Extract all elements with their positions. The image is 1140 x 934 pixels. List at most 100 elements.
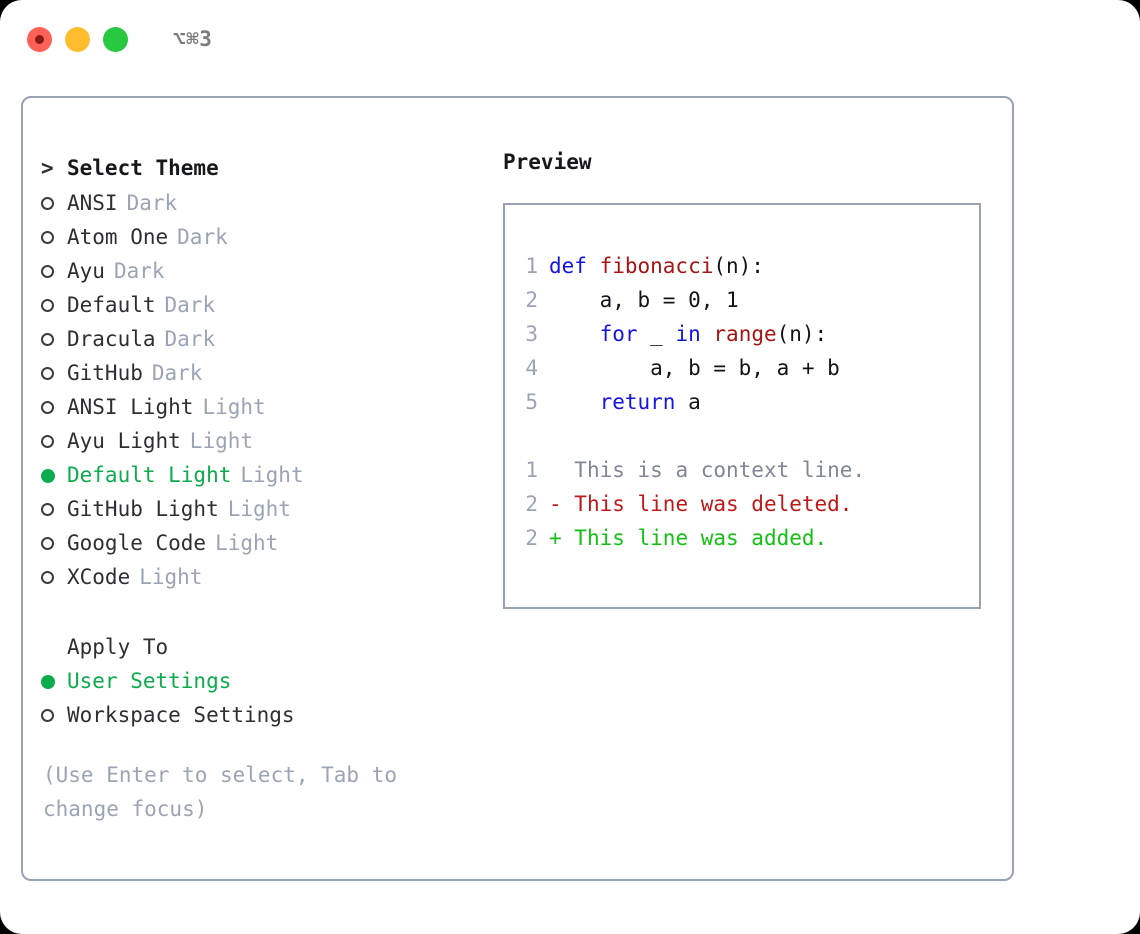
radio-unselected-icon[interactable] <box>41 499 67 520</box>
theme-option-github-dark[interactable]: GitHub Dark <box>41 356 503 390</box>
spacer <box>41 732 503 758</box>
theme-option-kind: Light <box>215 531 279 555</box>
code-content: def fibonacci(n): <box>549 254 764 278</box>
diff-sign: - <box>549 492 562 516</box>
maximize-window-button[interactable] <box>103 26 128 52</box>
code-token: (n): <box>713 254 764 278</box>
radio-unselected-icon[interactable] <box>41 363 67 384</box>
theme-option-kind: Dark <box>151 361 203 385</box>
code-token <box>549 390 600 414</box>
theme-option-label: Atom One <box>67 225 169 249</box>
code-token: in <box>675 322 701 346</box>
theme-option-kind: Dark <box>164 293 216 317</box>
code-content: a, b = 0, 1 <box>549 288 739 312</box>
line-number: 2 <box>525 288 538 312</box>
radio-unselected-icon[interactable] <box>41 261 67 282</box>
traffic-lights <box>27 26 128 52</box>
theme-option-kind: Dark <box>164 327 216 351</box>
minimize-window-button[interactable] <box>65 26 90 52</box>
theme-option-kind: Light <box>240 463 304 487</box>
code-line: 5 return a <box>505 385 979 419</box>
code-token: a <box>675 390 701 414</box>
theme-option-label: XCode <box>67 565 131 589</box>
code-line: 2 a, b = 0, 1 <box>505 283 979 317</box>
theme-option-label: GitHub Light <box>67 497 219 521</box>
radio-unselected-icon[interactable] <box>41 533 67 554</box>
theme-option-kind: Light <box>189 429 254 453</box>
code-content: return a <box>549 390 701 414</box>
code-token: def <box>549 254 600 278</box>
keyboard-shortcut-label: ⌥⌘3 <box>173 27 213 51</box>
apply-to-option-label: User Settings <box>67 669 232 693</box>
code-token: fibonacci <box>599 254 714 278</box>
close-window-button[interactable] <box>27 26 52 52</box>
theme-option-kind: Dark <box>126 191 178 215</box>
line-number: 2 <box>525 492 538 516</box>
spacer <box>505 419 979 453</box>
diff-sign <box>549 458 562 482</box>
radio-unselected-icon[interactable] <box>41 193 67 214</box>
code-token: a, b = b, a + b <box>549 356 840 380</box>
radio-unselected-icon[interactable] <box>41 567 67 588</box>
keyboard-hint-text: (Use Enter to select, Tab to change focu… <box>43 763 410 821</box>
line-number: 1 <box>525 458 538 482</box>
radio-selected-icon[interactable] <box>41 465 67 486</box>
line-number: 5 <box>525 390 538 414</box>
diff-line-deleted: 2- This line was deleted. <box>505 487 979 521</box>
theme-option-default-dark[interactable]: Default Dark <box>41 288 503 322</box>
theme-option-label: GitHub <box>67 361 143 385</box>
code-token: return <box>599 390 676 414</box>
theme-option-kind: Light <box>227 497 291 521</box>
theme-option-label: Google Code <box>67 531 207 555</box>
radio-unselected-icon[interactable] <box>41 431 67 452</box>
code-content: a, b = b, a + b <box>549 356 840 380</box>
diff-sign: + <box>549 526 562 550</box>
select-theme-header: >Select Theme <box>41 150 503 186</box>
theme-option-kind: Dark <box>177 225 228 249</box>
diff-line-added: 2+ This line was added. <box>505 521 979 555</box>
radio-unselected-icon[interactable] <box>41 329 67 350</box>
theme-option-kind: Light <box>202 395 266 419</box>
preview-title: Preview <box>503 150 592 174</box>
radio-unselected-icon[interactable] <box>41 397 67 418</box>
code-token: a, b = 0, 1 <box>549 288 739 312</box>
theme-option-label: ANSI Light <box>67 395 194 419</box>
theme-option-label: Ayu Light <box>67 429 181 453</box>
theme-option-xcode[interactable]: XCode Light <box>41 560 503 594</box>
theme-option-ansi-dark[interactable]: ANSI Dark <box>41 186 503 220</box>
theme-option-label: Default <box>67 293 156 317</box>
code-token <box>549 322 600 346</box>
theme-option-ayu-light[interactable]: Ayu Light Light <box>41 424 503 458</box>
apply-to-header-label: Apply To <box>67 635 169 659</box>
line-number: 2 <box>525 526 538 550</box>
theme-option-ansi-light[interactable]: ANSI Light Light <box>41 390 503 424</box>
code-token: range <box>713 322 777 346</box>
diff-text: This line was deleted. <box>561 492 853 516</box>
radio-selected-icon[interactable] <box>41 671 67 692</box>
apply-to-option-user-settings[interactable]: User Settings <box>41 664 503 698</box>
code-token: for <box>599 322 638 346</box>
theme-option-google-code[interactable]: Google Code Light <box>41 526 503 560</box>
theme-option-label: ANSI <box>67 191 118 215</box>
theme-option-atom-one-dark[interactable]: Atom One Dark <box>41 220 503 254</box>
radio-unselected-icon[interactable] <box>41 227 67 248</box>
apply-to-option-label: Workspace Settings <box>67 703 295 727</box>
theme-option-label: Ayu <box>67 259 105 283</box>
radio-unselected-icon[interactable] <box>41 295 67 316</box>
line-number: 4 <box>525 356 538 380</box>
theme-option-github-light[interactable]: GitHub Light Light <box>41 492 503 526</box>
apply-to-option-workspace-settings[interactable]: Workspace Settings <box>41 698 503 732</box>
code-line: 3 for _ in range(n): <box>505 317 979 351</box>
code-token: (n): <box>776 322 828 346</box>
theme-option-kind: Light <box>139 565 203 589</box>
radio-unselected-icon[interactable] <box>41 705 67 726</box>
